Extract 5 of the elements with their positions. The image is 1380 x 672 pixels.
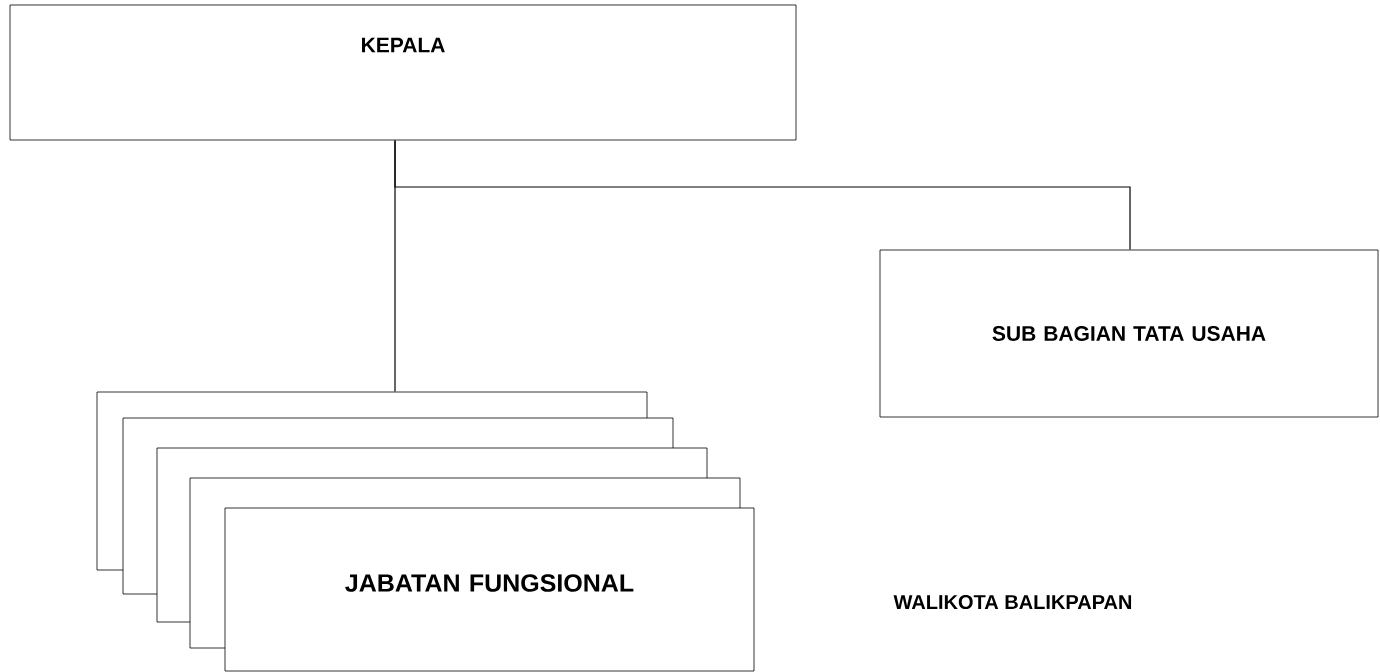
- caption-text: WALIKOTA BALIKPAPAN: [893, 594, 1132, 610]
- connector-line: [394, 139, 1131, 251]
- org-box: SUB BAGIAN TATA USAHA: [879, 249, 1379, 418]
- org-box: JABATAN FUNGSIONAL: [224, 507, 755, 672]
- org-box: KEPALA: [9, 4, 797, 141]
